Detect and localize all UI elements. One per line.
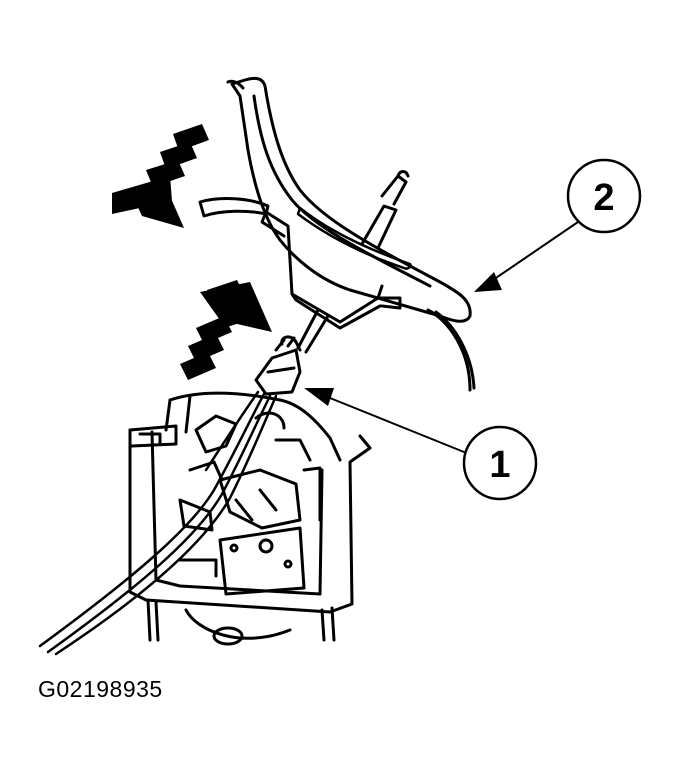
callout-1-label: 1 [489,444,510,486]
figure-code: G02198935 [38,676,163,702]
callout-2 [474,158,642,292]
shifter-assembly [128,391,372,646]
callout-2-label: 2 [593,177,614,219]
callout-1 [304,388,538,501]
wiring-harness [38,390,278,656]
removal-arrow-up [180,280,272,380]
electrical-connector [254,335,302,396]
removal-arrow-left [112,124,209,228]
shifter-trim-bezel [198,76,476,392]
